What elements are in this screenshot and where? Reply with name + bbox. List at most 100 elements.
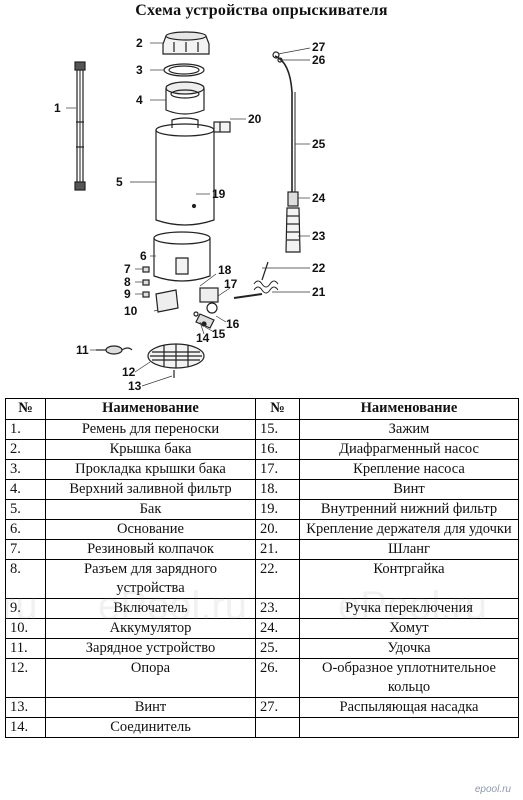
table-row: 8. Разъем для зарядного устройства 22. К… [5,559,519,599]
part-name: Верхний заливной фильтр [45,479,256,500]
part-number: 18. [255,479,300,500]
callout-8: 8 [124,275,131,289]
part-name: Крепление насоса [299,459,519,480]
table-row: 10. Аккумулятор 24. Хомут [5,618,519,639]
table-row: 3. Прокладка крышки бака 17. Крепление н… [5,459,519,480]
callout-5: 5 [116,175,123,189]
callout-9: 9 [124,287,131,301]
part-name: Бак [45,499,256,520]
callout-16: 16 [226,317,240,331]
callout-10: 10 [124,304,138,318]
part-number: 6. [5,519,46,540]
part-number: 3. [5,459,46,480]
callout-25: 25 [312,137,326,151]
charger-part [96,345,133,355]
part-name: Внутренний нижний фильтр [299,499,519,520]
part-number: 4. [5,479,46,500]
part-name: Винт [299,479,519,500]
part-name: О-образное уплотнительное кольцо [299,658,519,698]
table-row: 11. Зарядное устройство 25. Удочка [5,638,519,659]
lid-gasket-part [163,63,205,77]
callout-3: 3 [136,63,143,77]
callout-22: 22 [312,261,326,275]
part-number: 8. [5,559,46,599]
callout-17: 17 [224,277,238,291]
battery-part [155,289,179,313]
base-part [153,231,211,282]
page-title: Схема устройства опрыскивателя [135,2,388,19]
top-filter-part [165,81,205,115]
part-number: 10. [5,618,46,639]
callout-21: 21 [312,285,326,299]
part-name [299,717,519,738]
tank-part [155,117,215,226]
part-name: Ручка переключения [299,598,519,619]
table-row: 1. Ремень для переноски 15. Зажим [5,419,519,440]
callout-18: 18 [218,263,232,277]
part-number: 26. [255,658,300,698]
part-number: 23. [255,598,300,619]
part-number: 21. [255,539,300,560]
part-name: Соединитель [45,717,256,738]
part-name: Диафрагменный насос [299,439,519,460]
part-name: Опора [45,658,256,698]
pump-group [193,287,219,329]
part-name: Резиновый колпачок [45,539,256,560]
parts-table: № Наименование № Наименование 1. Ремень … [5,398,519,738]
part-name: Шланг [299,539,519,560]
part-number: 25. [255,638,300,659]
tank-lid-part [162,31,210,55]
part-name: Распыляющая насадка [299,697,519,718]
callout-14: 14 [196,331,210,345]
part-number: 16. [255,439,300,460]
callout-24: 24 [312,191,326,205]
rod-holder-mount-part [213,121,231,133]
callout-11: 11 [76,343,89,357]
part-name: Аккумулятор [45,618,256,639]
part-name: Удочка [299,638,519,659]
callout-12: 12 [122,365,136,379]
callout-23: 23 [312,229,326,243]
part-number: 12. [5,658,46,698]
callout-15: 15 [212,327,226,341]
part-number: 15. [255,419,300,440]
table-row: 2. Крышка бака 16. Диафрагменный насос [5,439,519,460]
part-number [255,717,300,738]
part-number: 17. [255,459,300,480]
part-number: 24. [255,618,300,639]
support-part [147,343,205,369]
part-name: Включатель [45,598,256,619]
table-header-row: № Наименование № Наименование [5,398,519,420]
strap-part [74,61,86,191]
table-row: 5. Бак 19. Внутренний нижний фильтр [5,499,519,520]
callout-20: 20 [248,112,262,126]
part-number: 1. [5,419,46,440]
part-number: 9. [5,598,46,619]
callout-27: 27 [312,40,326,54]
table-row: 12. Опора 26. О-образное уплотнительное … [5,658,519,698]
table-row: 6. Основание 20. Крепление держателя для… [5,519,519,540]
callout-7: 7 [124,262,131,276]
part-number: 11. [5,638,46,659]
part-number: 7. [5,539,46,560]
part-name: Винт [45,697,256,718]
header-number-2: № [255,398,300,420]
exploded-diagram: 1 2 3 4 5 6 7 8 9 10 11 12 13 14 15 16 1… [54,31,326,393]
callout-2: 2 [136,36,143,50]
part-name: Крепление держателя для удочки [299,519,519,540]
part-name: Прокладка крышки бака [45,459,256,480]
header-name-2: Наименование [299,398,519,420]
callout-26: 26 [312,53,326,67]
callout-6: 6 [140,249,147,263]
part-number: 20. [255,519,300,540]
callout-4: 4 [136,93,143,107]
callout-13: 13 [128,379,142,393]
table-row: 13. Винт 27. Распыляющая насадка [5,697,519,718]
table-row: 4. Верхний заливной фильтр 18. Винт [5,479,519,500]
part-name: Зажим [299,419,519,440]
part-number: 13. [5,697,46,718]
part-name: Крышка бака [45,439,256,460]
part-number: 22. [255,559,300,599]
part-number: 27. [255,697,300,718]
part-name: Зарядное устройство [45,638,256,659]
